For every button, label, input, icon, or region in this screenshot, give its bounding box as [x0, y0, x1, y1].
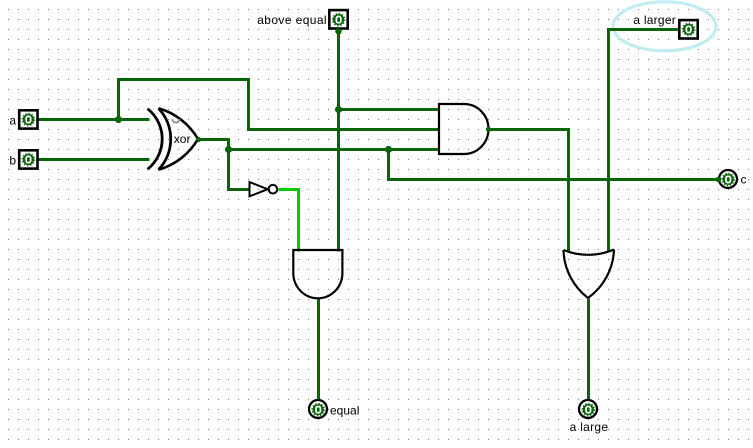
svg-text:a larger: a larger: [633, 13, 676, 27]
svg-text:xor: xor: [174, 132, 191, 146]
svg-text:c: c: [741, 173, 747, 187]
svg-text:equal: equal: [330, 403, 359, 417]
svg-text:above equal: above equal: [257, 13, 327, 27]
svg-text:a large: a large: [570, 420, 609, 434]
svg-text:b: b: [9, 153, 16, 167]
svg-text:a: a: [9, 113, 16, 127]
